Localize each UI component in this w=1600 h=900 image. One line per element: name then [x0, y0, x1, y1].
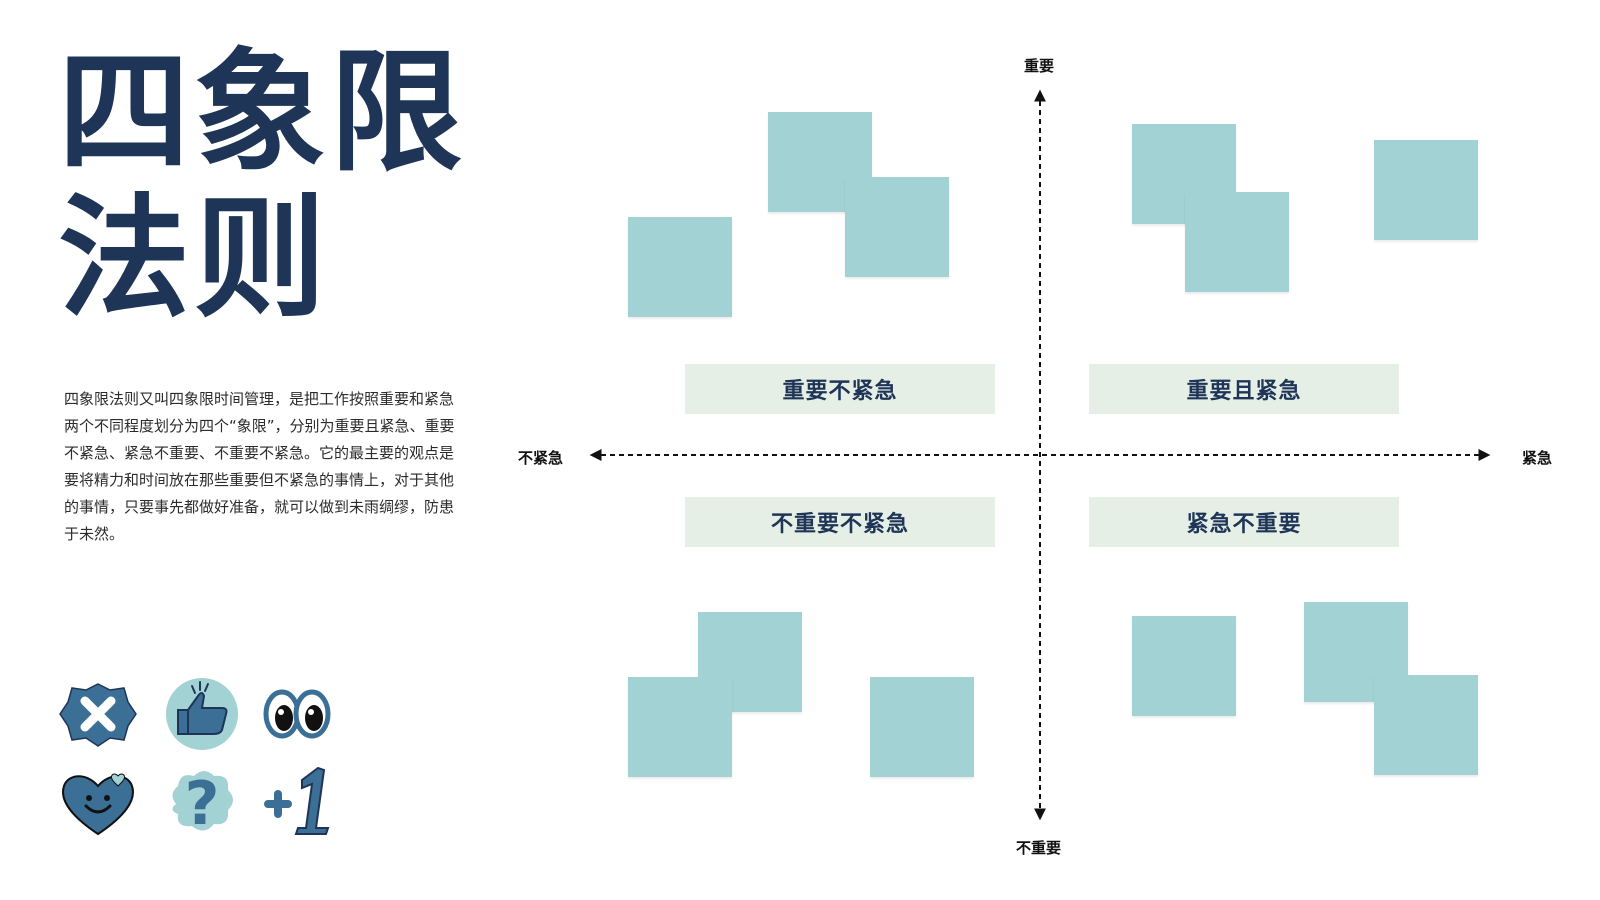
sticky-note[interactable] [870, 677, 974, 777]
sticky-note[interactable] [1132, 616, 1236, 716]
axis-label-left: 不紧急 [518, 449, 564, 467]
svg-text:?: ? [185, 769, 220, 839]
sticky-note[interactable] [628, 217, 732, 317]
page-title: 四象限 法则 [58, 40, 466, 332]
sticky-note[interactable] [1185, 192, 1289, 292]
axis-label-top: 重要 [1024, 57, 1055, 75]
sticky-note[interactable] [628, 677, 732, 777]
sticky-note[interactable] [845, 177, 949, 277]
quadrant-label-important-not-urgent: 重要不紧急 [685, 364, 995, 414]
quadrant-label-urgent-not-important: 紧急不重要 [1089, 497, 1399, 547]
axis-label-right: 紧急 [1522, 449, 1553, 467]
quadrant-label-not-important-not-urgent: 不重要不紧急 [685, 497, 995, 547]
sticky-note[interactable] [1374, 675, 1478, 775]
sticky-note[interactable] [1374, 140, 1478, 240]
sticker-icons: ? [58, 678, 358, 860]
description-text: 四象限法则又叫四象限时间管理，是把工作按照重要和紧急两个不同程度划分为四个“象限… [64, 390, 455, 543]
axis-label-bottom: 不重要 [1016, 839, 1062, 857]
smiling-heart-icon [62, 773, 134, 836]
close-badge-icon [59, 683, 137, 747]
thumbs-up-icon [166, 678, 238, 750]
page-title-line1: 四象限 [58, 36, 466, 190]
question-mark-icon: ? [172, 769, 233, 839]
eyes-icon [263, 689, 331, 739]
page-title-line2: 法则 [58, 182, 330, 336]
quadrant-label-important-urgent: 重要且紧急 [1089, 364, 1399, 414]
plus-one-icon [264, 766, 330, 835]
